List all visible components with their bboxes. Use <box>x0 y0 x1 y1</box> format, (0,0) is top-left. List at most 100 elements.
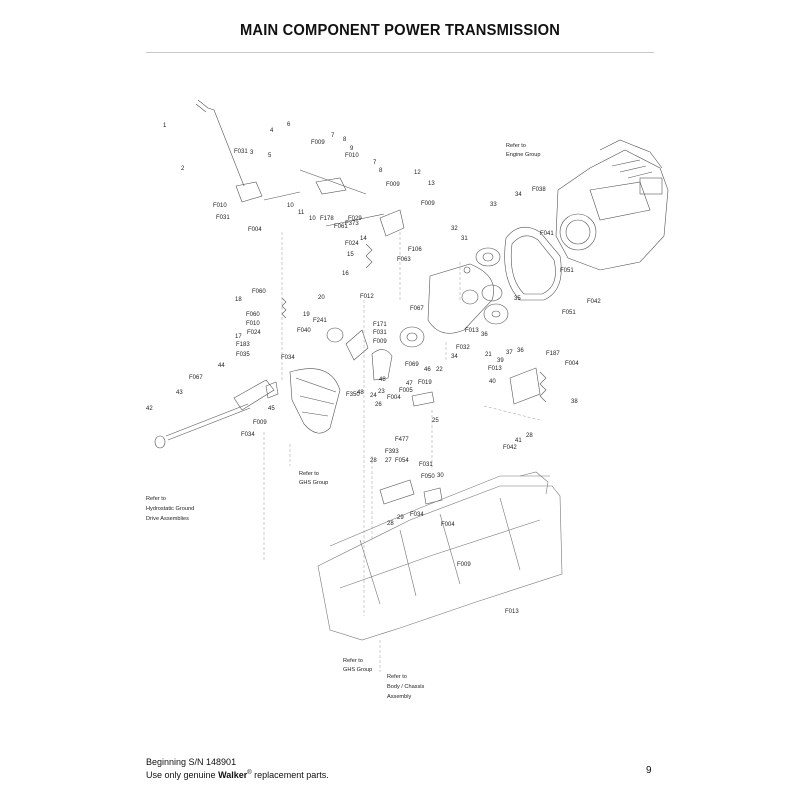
callout: 26 <box>375 402 382 408</box>
callout: F373 <box>345 221 359 227</box>
page-title: MAIN COMPONENT POWER TRANSMISSION <box>239 22 561 39</box>
parts-suffix: replacement parts. <box>251 770 329 780</box>
callout: 31 <box>461 236 468 242</box>
engine-illustration <box>555 139 669 271</box>
callout: F183 <box>236 342 250 348</box>
control-lever <box>195 99 263 203</box>
callout: 21 <box>485 352 492 358</box>
callout: 25 <box>432 418 439 424</box>
callout: F187 <box>546 351 560 357</box>
callout: F031 <box>216 215 230 221</box>
ghs-ref-bottom-line2: GHS Group <box>343 667 372 673</box>
callout: 22 <box>436 367 443 373</box>
callout: F010 <box>246 321 260 327</box>
title-rule <box>146 52 654 53</box>
callout: 28 <box>526 433 533 439</box>
callout: F038 <box>532 187 546 193</box>
callout: F004 <box>565 361 579 367</box>
parts-prefix: Use only genuine <box>146 770 219 780</box>
body-ref-line3: Assembly <box>387 694 411 700</box>
callout: F060 <box>246 312 260 318</box>
callout: F040 <box>297 328 311 334</box>
callout: 3 <box>250 150 254 156</box>
callout: F024 <box>247 330 261 336</box>
callout: F054 <box>395 458 409 464</box>
callout: F009 <box>253 420 267 426</box>
callout: 2 <box>181 166 185 172</box>
callout: F012 <box>360 294 374 300</box>
idler-brackets <box>345 329 547 505</box>
brand-name: Walker <box>218 770 248 780</box>
ghs-ref-mid-line1: Refer to <box>299 471 319 477</box>
callout: F013 <box>505 609 519 615</box>
callout: 42 <box>146 406 153 412</box>
callout: 15 <box>347 252 354 258</box>
callout: F004 <box>248 227 262 233</box>
callout: 4 <box>270 128 274 134</box>
callout: F004 <box>441 522 455 528</box>
callout: 28 <box>370 458 377 464</box>
callout: 35 <box>514 296 521 302</box>
callout: F013 <box>488 366 502 372</box>
callout: F010 <box>213 203 227 209</box>
callout: 34 <box>515 192 522 198</box>
callout: 27 <box>385 458 392 464</box>
callout: 9 <box>350 146 354 152</box>
callout: F004 <box>387 395 401 401</box>
callout: 43 <box>176 390 183 396</box>
callout: 11 <box>298 210 305 216</box>
callout: F009 <box>311 140 325 146</box>
engine-ref-line2: Engine Group <box>506 152 541 158</box>
callout: F041 <box>540 231 554 237</box>
callout: 19 <box>303 312 310 318</box>
callout: F031 <box>419 462 433 468</box>
registered-mark: ® <box>247 770 252 776</box>
genuine-parts-note: Use only genuine Walker® replacement par… <box>146 768 329 781</box>
callout: F060 <box>252 289 266 295</box>
callout: F171 <box>373 322 387 328</box>
hydro-ref-line3: Drive Assemblies <box>146 516 189 522</box>
chassis-frame <box>317 471 563 641</box>
callout: 34 <box>451 354 458 360</box>
page-number: 9 <box>646 765 652 776</box>
callout: 48 <box>379 377 386 383</box>
callout: F063 <box>397 257 411 263</box>
callout: 32 <box>451 226 458 232</box>
callout: 23 <box>378 389 385 395</box>
callout: F034 <box>281 355 295 361</box>
callout: 40 <box>489 379 496 385</box>
callout: 36 <box>481 332 488 338</box>
callout: F009 <box>457 562 471 568</box>
callout: 38 <box>571 399 578 405</box>
footer: Beginning S/N 148901 Use only genuine Wa… <box>146 757 329 781</box>
callout: 45 <box>268 406 275 412</box>
callout: F032 <box>456 345 470 351</box>
callout: 33 <box>490 202 497 208</box>
callout: 46 <box>424 367 431 373</box>
callout: 14 <box>360 236 367 242</box>
callout: 36 <box>517 348 524 354</box>
callout: F350 <box>346 392 360 398</box>
callout: 30 <box>437 473 444 479</box>
callout: F393 <box>385 449 399 455</box>
callout: F241 <box>313 318 327 324</box>
body-ref-line1: Refer to <box>387 674 407 680</box>
callout: 24 <box>370 393 377 399</box>
callout: 16 <box>342 271 349 277</box>
hydro-ref-line1: Refer to <box>146 496 166 502</box>
callout: F067 <box>189 375 203 381</box>
body-ref-line2: Body / Chassis <box>387 684 425 690</box>
callout: F067 <box>410 306 424 312</box>
callout: F106 <box>408 247 422 253</box>
callout: F009 <box>373 339 387 345</box>
callout: 7 <box>373 160 377 166</box>
callout: F051 <box>560 268 574 274</box>
callout: 7 <box>331 133 335 139</box>
callout: F477 <box>395 437 409 443</box>
callout: F005 <box>399 388 413 394</box>
callout: 28 <box>387 521 394 527</box>
callout: F061 <box>334 224 348 230</box>
callout: 13 <box>428 181 435 187</box>
ghs-ref-mid-line2: GHS Group <box>299 480 328 486</box>
callout: F034 <box>241 432 255 438</box>
